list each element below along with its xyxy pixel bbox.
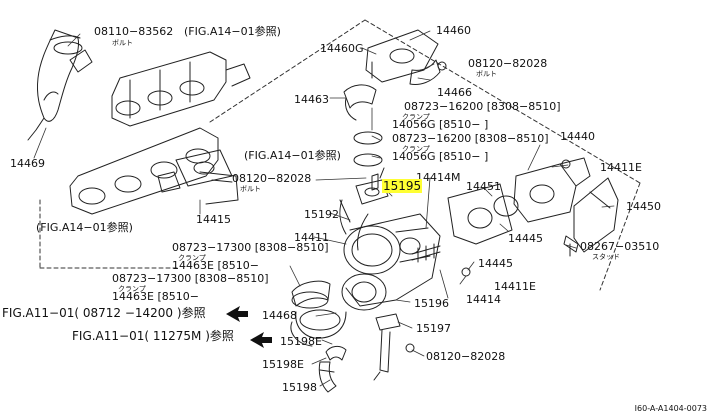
turbocharger-body <box>339 199 441 311</box>
figure-reference: FIG.A11−01( 11275M )参照 <box>72 329 234 343</box>
part-sublabel: クランプ <box>402 145 430 153</box>
part-label: 08723−17300 [8308−8510] <box>172 241 329 254</box>
figure-reference: (FIG.A14−01参照) <box>36 221 133 234</box>
part-label: 14411E <box>600 161 642 174</box>
part-label: 15196 <box>414 297 449 310</box>
part-label: 08267−03510 <box>580 240 660 253</box>
part-sublabel: クランプ <box>178 254 206 262</box>
part-label: 14440 <box>560 130 595 143</box>
part-label: 14445 <box>508 232 543 245</box>
part-label: 15198E <box>280 335 322 348</box>
oil-return-pipe <box>373 313 415 381</box>
outline-dashed-boundary <box>39 19 641 291</box>
part-sublabel: クランプ <box>118 285 146 293</box>
part-label: 08120−82028 <box>426 350 506 363</box>
part-label: 14451 <box>466 180 501 193</box>
part-label: 14056G [8510− ] <box>392 150 489 163</box>
part-label: 08110−83562 <box>94 25 174 38</box>
part-label: 14414M <box>416 171 461 184</box>
part-label: 14469 <box>10 157 45 170</box>
exhaust-manifold-left <box>27 29 93 141</box>
part-label: 14463 <box>294 93 329 106</box>
part-sublabel: クランプ <box>402 113 430 121</box>
part-label: 14414 <box>466 293 501 306</box>
leader-lines <box>33 30 615 387</box>
part-label: 14468 <box>262 309 297 322</box>
image-id: I60-A-A1404-0073 <box>634 404 707 413</box>
part-label: 14466 <box>437 86 472 99</box>
part-sublabel: ボルト <box>112 39 133 47</box>
part-label: 14411 <box>294 231 329 244</box>
exhaust-manifold-upper <box>111 51 251 127</box>
part-label: 14460 <box>436 24 471 37</box>
part-label: 08723−16200 [8308−8510] <box>392 132 549 145</box>
part-label: 08120−82028 <box>468 57 548 70</box>
part-sublabel: ボルト <box>476 70 497 78</box>
part-label: 14463E [8510− <box>112 290 199 303</box>
reference-arrows <box>226 306 272 348</box>
part-label: 14445 <box>478 257 513 270</box>
elbow-pipe-top <box>343 29 447 167</box>
part-label: 15198 <box>282 381 317 394</box>
part-label: 14463E [8510− <box>172 259 259 272</box>
part-sublabel: スタッド <box>592 253 620 261</box>
figure-reference: (FIG.A14−01参照) <box>244 149 341 162</box>
part-label: 15198E <box>262 358 304 371</box>
part-label: 08120−82028 <box>232 172 312 185</box>
gasket-plate-left <box>157 149 233 193</box>
arrow-left-icon <box>250 332 272 348</box>
part-label: 14450 <box>626 200 661 213</box>
part-label: 08723−17300 [8308−8510] <box>112 272 269 285</box>
part-label: 15197 <box>416 322 451 335</box>
part-label: 08723−16200 [8308−8510] <box>404 100 561 113</box>
highlighted-part-label: 15195 <box>382 179 423 193</box>
part-label: 14411E <box>494 280 536 293</box>
heat-shield-right <box>561 159 619 257</box>
studs-and-nuts <box>371 173 471 277</box>
outlet-pipe-lower <box>290 280 347 393</box>
part-label: 14056G [8510− ] <box>392 118 489 131</box>
elbow-flange-right <box>447 157 591 245</box>
part-label: 14460G <box>320 42 364 55</box>
figure-reference: (FIG.A14−01参照) <box>184 25 281 38</box>
part-label: 14415 <box>196 213 231 226</box>
part-sublabel: ボルト <box>240 185 261 193</box>
part-label: 15192 <box>304 208 339 221</box>
figure-reference: FIG.A11−01( 08712 −14200 )参照 <box>2 306 206 320</box>
arrow-left-icon <box>226 306 248 322</box>
highlight-marker: 15195 <box>382 179 423 193</box>
